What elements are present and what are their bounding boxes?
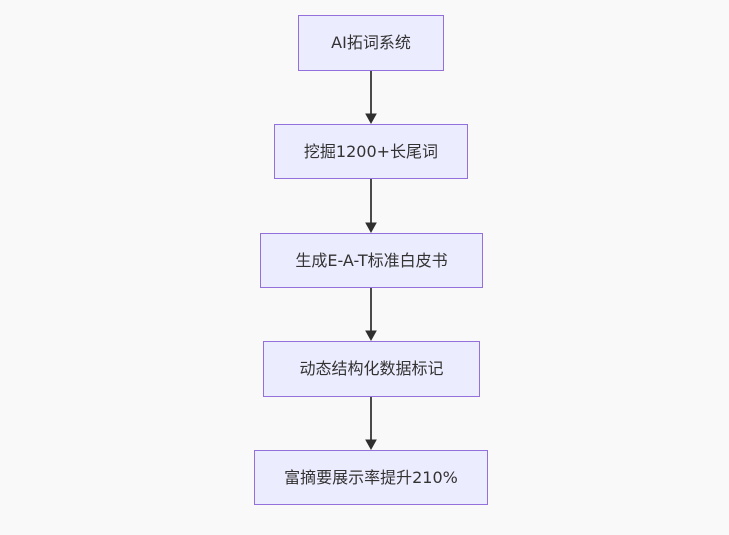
flow-node-rich-snippet-result: 富摘要展示率提升210% <box>254 450 488 505</box>
flow-node-longtail-mining: 挖掘1200+长尾词 <box>274 124 468 179</box>
edge-arrow-a-to-b <box>365 71 377 125</box>
flow-node-label: 挖掘1200+长尾词 <box>303 141 439 161</box>
flow-node-ai-keyword-system: AI拓词系统 <box>298 15 444 71</box>
flow-node-label: 富摘要展示率提升210% <box>284 467 458 487</box>
flow-node-structured-data-markup: 动态结构化数据标记 <box>263 341 480 397</box>
flow-node-label: AI拓词系统 <box>331 33 411 53</box>
flow-node-label: 动态结构化数据标记 <box>299 359 444 379</box>
edge-arrow-d-to-e <box>365 397 377 451</box>
flow-node-label: 生成E-A-T标准白皮书 <box>295 250 448 270</box>
edge-arrow-c-to-d <box>365 288 377 342</box>
flow-node-eat-whitepaper: 生成E-A-T标准白皮书 <box>260 233 483 288</box>
edge-arrow-b-to-c <box>365 179 377 234</box>
